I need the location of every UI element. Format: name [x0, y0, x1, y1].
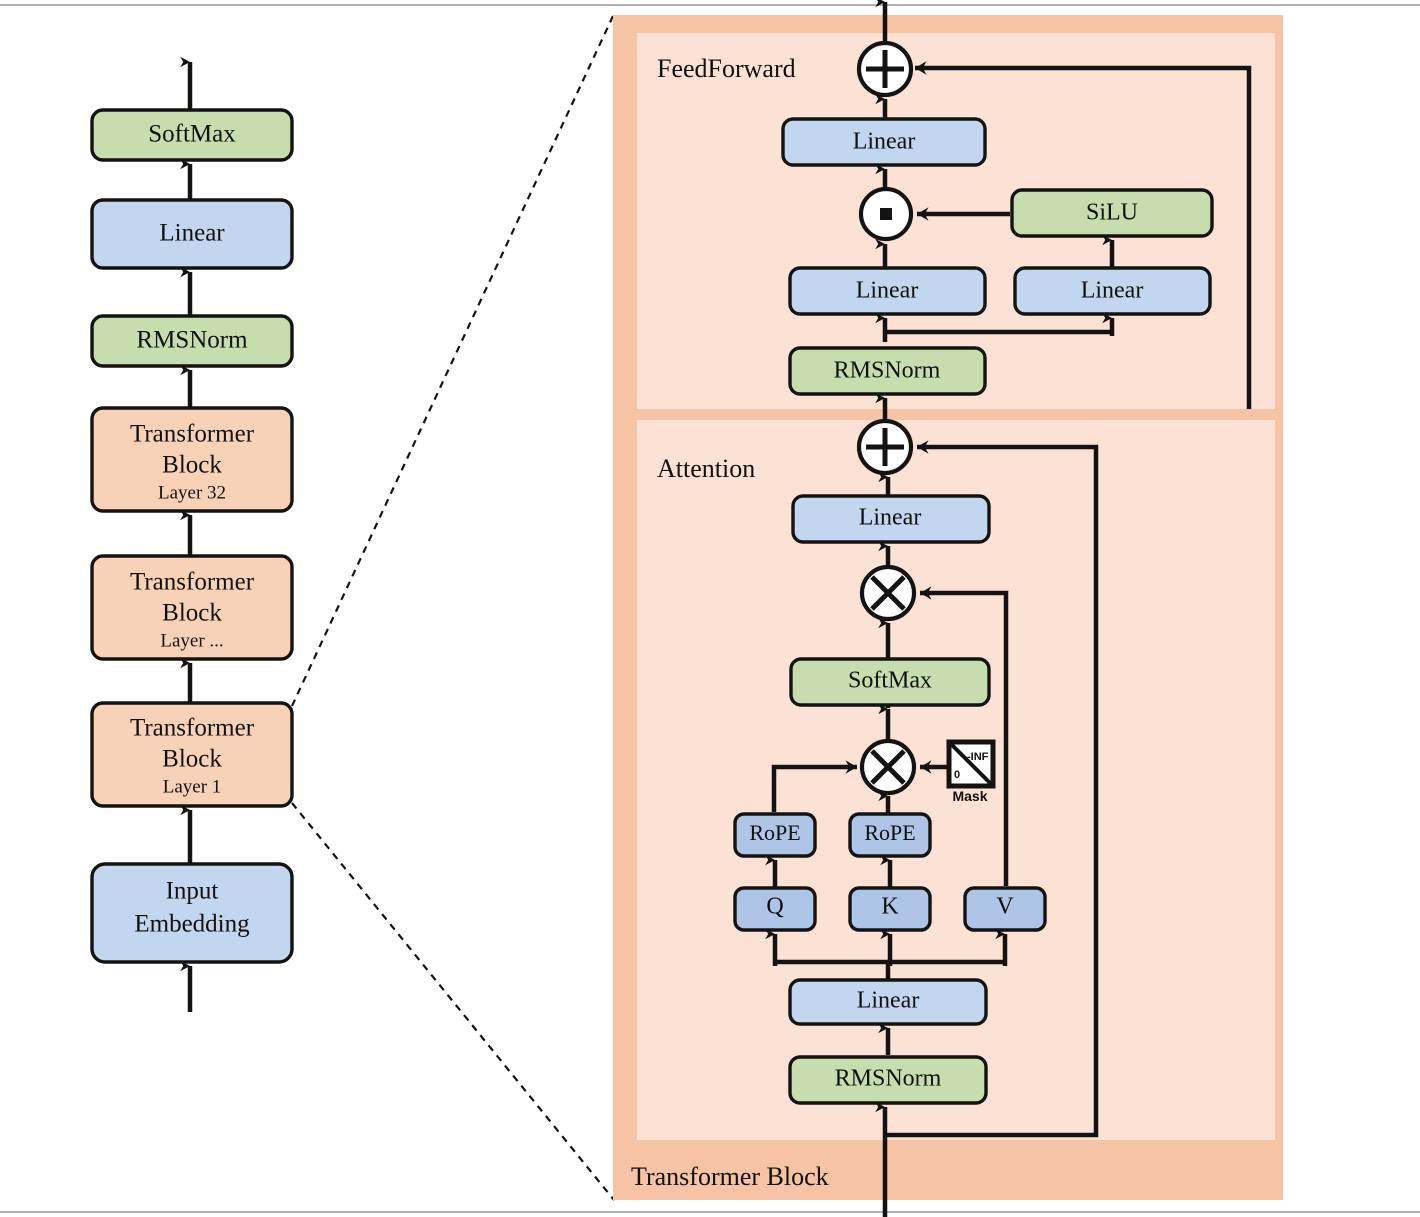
attention-node-softmax-label: SoftMax: [848, 668, 932, 694]
stack-node-input-embedding-line1: Input: [166, 878, 219, 905]
feedforward-elementwise-multiply-operator: [858, 186, 914, 242]
zoom-connector-bottom: [291, 802, 615, 1201]
attention-section-label: Attention: [657, 454, 755, 483]
feedforward-node-linear-up-label: Linear: [1081, 278, 1144, 304]
stack-node-input-embedding-line2: Embedding: [134, 911, 250, 938]
attention-node-k[interactable]: K: [848, 886, 932, 932]
attention-node-q[interactable]: Q: [733, 886, 817, 932]
attention-section: Attention Linear: [657, 418, 1099, 1217]
zoom-connector-top: [291, 15, 614, 707]
feedforward-node-silu-label: SiLU: [1086, 200, 1138, 226]
stack-node-block-layer-32-line1: Transformer: [130, 421, 255, 448]
feedforward-node-linear-gate[interactable]: Linear: [788, 266, 987, 316]
mask-upper-value: -INF: [967, 751, 989, 763]
attention-node-rope-q-label: RoPE: [749, 820, 800, 845]
feedforward-section: FeedForward Linear: [657, 0, 1252, 420]
feedforward-section-label: FeedForward: [657, 54, 796, 83]
attention-node-q-label: Q: [766, 894, 783, 920]
wire-v-to-matmul: [920, 586, 1009, 886]
attention-node-linear-qkv-label: Linear: [857, 988, 920, 1014]
attention-node-k-label: K: [881, 894, 899, 920]
stack-node-input-embedding[interactable]: Input Embedding: [90, 862, 294, 964]
attention-node-linear-out-label: Linear: [859, 505, 922, 531]
feedforward-node-rmsnorm-label: RMSNorm: [834, 358, 941, 384]
attention-add-operator: [856, 418, 914, 476]
stack-node-block-layer-1-sublabel: Layer 1: [163, 776, 222, 797]
stack-node-block-layer-32-sublabel: Layer 32: [158, 482, 226, 503]
attention-node-linear-qkv[interactable]: Linear: [788, 978, 988, 1026]
stack-node-block-layer-dots-line1: Transformer: [130, 569, 255, 596]
feedforward-residual-wire: [915, 61, 1252, 409]
mask-caption: Mask: [952, 788, 987, 804]
feedforward-node-linear-down-label: Linear: [853, 129, 916, 155]
feedforward-node-linear-up[interactable]: Linear: [1013, 266, 1212, 316]
feedforward-dot-glyph: [880, 208, 892, 220]
stack-node-linear-label: Linear: [159, 220, 225, 247]
stack-node-rmsnorm-label: RMSNorm: [136, 327, 248, 354]
attention-node-rope-q[interactable]: RoPE: [733, 812, 817, 858]
feedforward-node-linear-gate-label: Linear: [856, 278, 919, 304]
attention-node-linear-out[interactable]: Linear: [791, 494, 991, 544]
attention-matmul-scores-values-operator: [859, 564, 917, 622]
attention-residual-wire: [885, 440, 1099, 1138]
attention-node-rope-k[interactable]: RoPE: [848, 812, 932, 858]
stack-node-softmax-label: SoftMax: [148, 121, 236, 148]
stack-node-softmax[interactable]: SoftMax: [90, 108, 294, 162]
stack-node-block-layer-dots-line2: Block: [162, 600, 222, 627]
feedforward-node-silu[interactable]: SiLU: [1010, 188, 1214, 238]
feedforward-node-rmsnorm[interactable]: RMSNorm: [788, 346, 987, 396]
attention-node-rmsnorm[interactable]: RMSNorm: [788, 1055, 988, 1105]
stack-node-block-layer-1-line2: Block: [162, 746, 222, 773]
feedforward-node-linear-down[interactable]: Linear: [781, 117, 987, 167]
attention-node-v-label: V: [996, 894, 1014, 920]
stack-node-block-layer-32[interactable]: Transformer Block Layer 32: [90, 406, 294, 513]
attention-matmul-qk-operator: [859, 738, 917, 796]
stack-node-block-layer-32-line2: Block: [162, 452, 222, 479]
stack-node-linear[interactable]: Linear: [90, 198, 294, 270]
stack-node-block-layer-1[interactable]: Transformer Block Layer 1: [90, 701, 294, 808]
mask-lower-value: 0: [954, 769, 960, 781]
feedforward-add-operator: [856, 40, 914, 98]
attention-node-rmsnorm-label: RMSNorm: [835, 1066, 942, 1092]
stack-node-block-layer-1-line1: Transformer: [130, 715, 255, 742]
model-overview-stack: SoftMax Linear RMSNorm Transformer Block…: [90, 56, 294, 1012]
stack-node-block-layer-dots[interactable]: Transformer Block Layer ...: [90, 554, 294, 661]
stack-node-block-layer-dots-sublabel: Layer ...: [160, 630, 223, 651]
stack-node-rmsnorm[interactable]: RMSNorm: [90, 314, 294, 368]
outer-frame-label: Transformer Block: [631, 1162, 829, 1191]
attention-causal-mask: -INF 0 Mask: [946, 739, 996, 804]
attention-node-rope-k-label: RoPE: [864, 820, 915, 845]
attention-node-softmax[interactable]: SoftMax: [789, 657, 991, 707]
attention-node-v[interactable]: V: [963, 886, 1047, 932]
wire-rope-q-to-matmul-qk: [771, 760, 857, 812]
mask-diagonal: [949, 742, 993, 786]
